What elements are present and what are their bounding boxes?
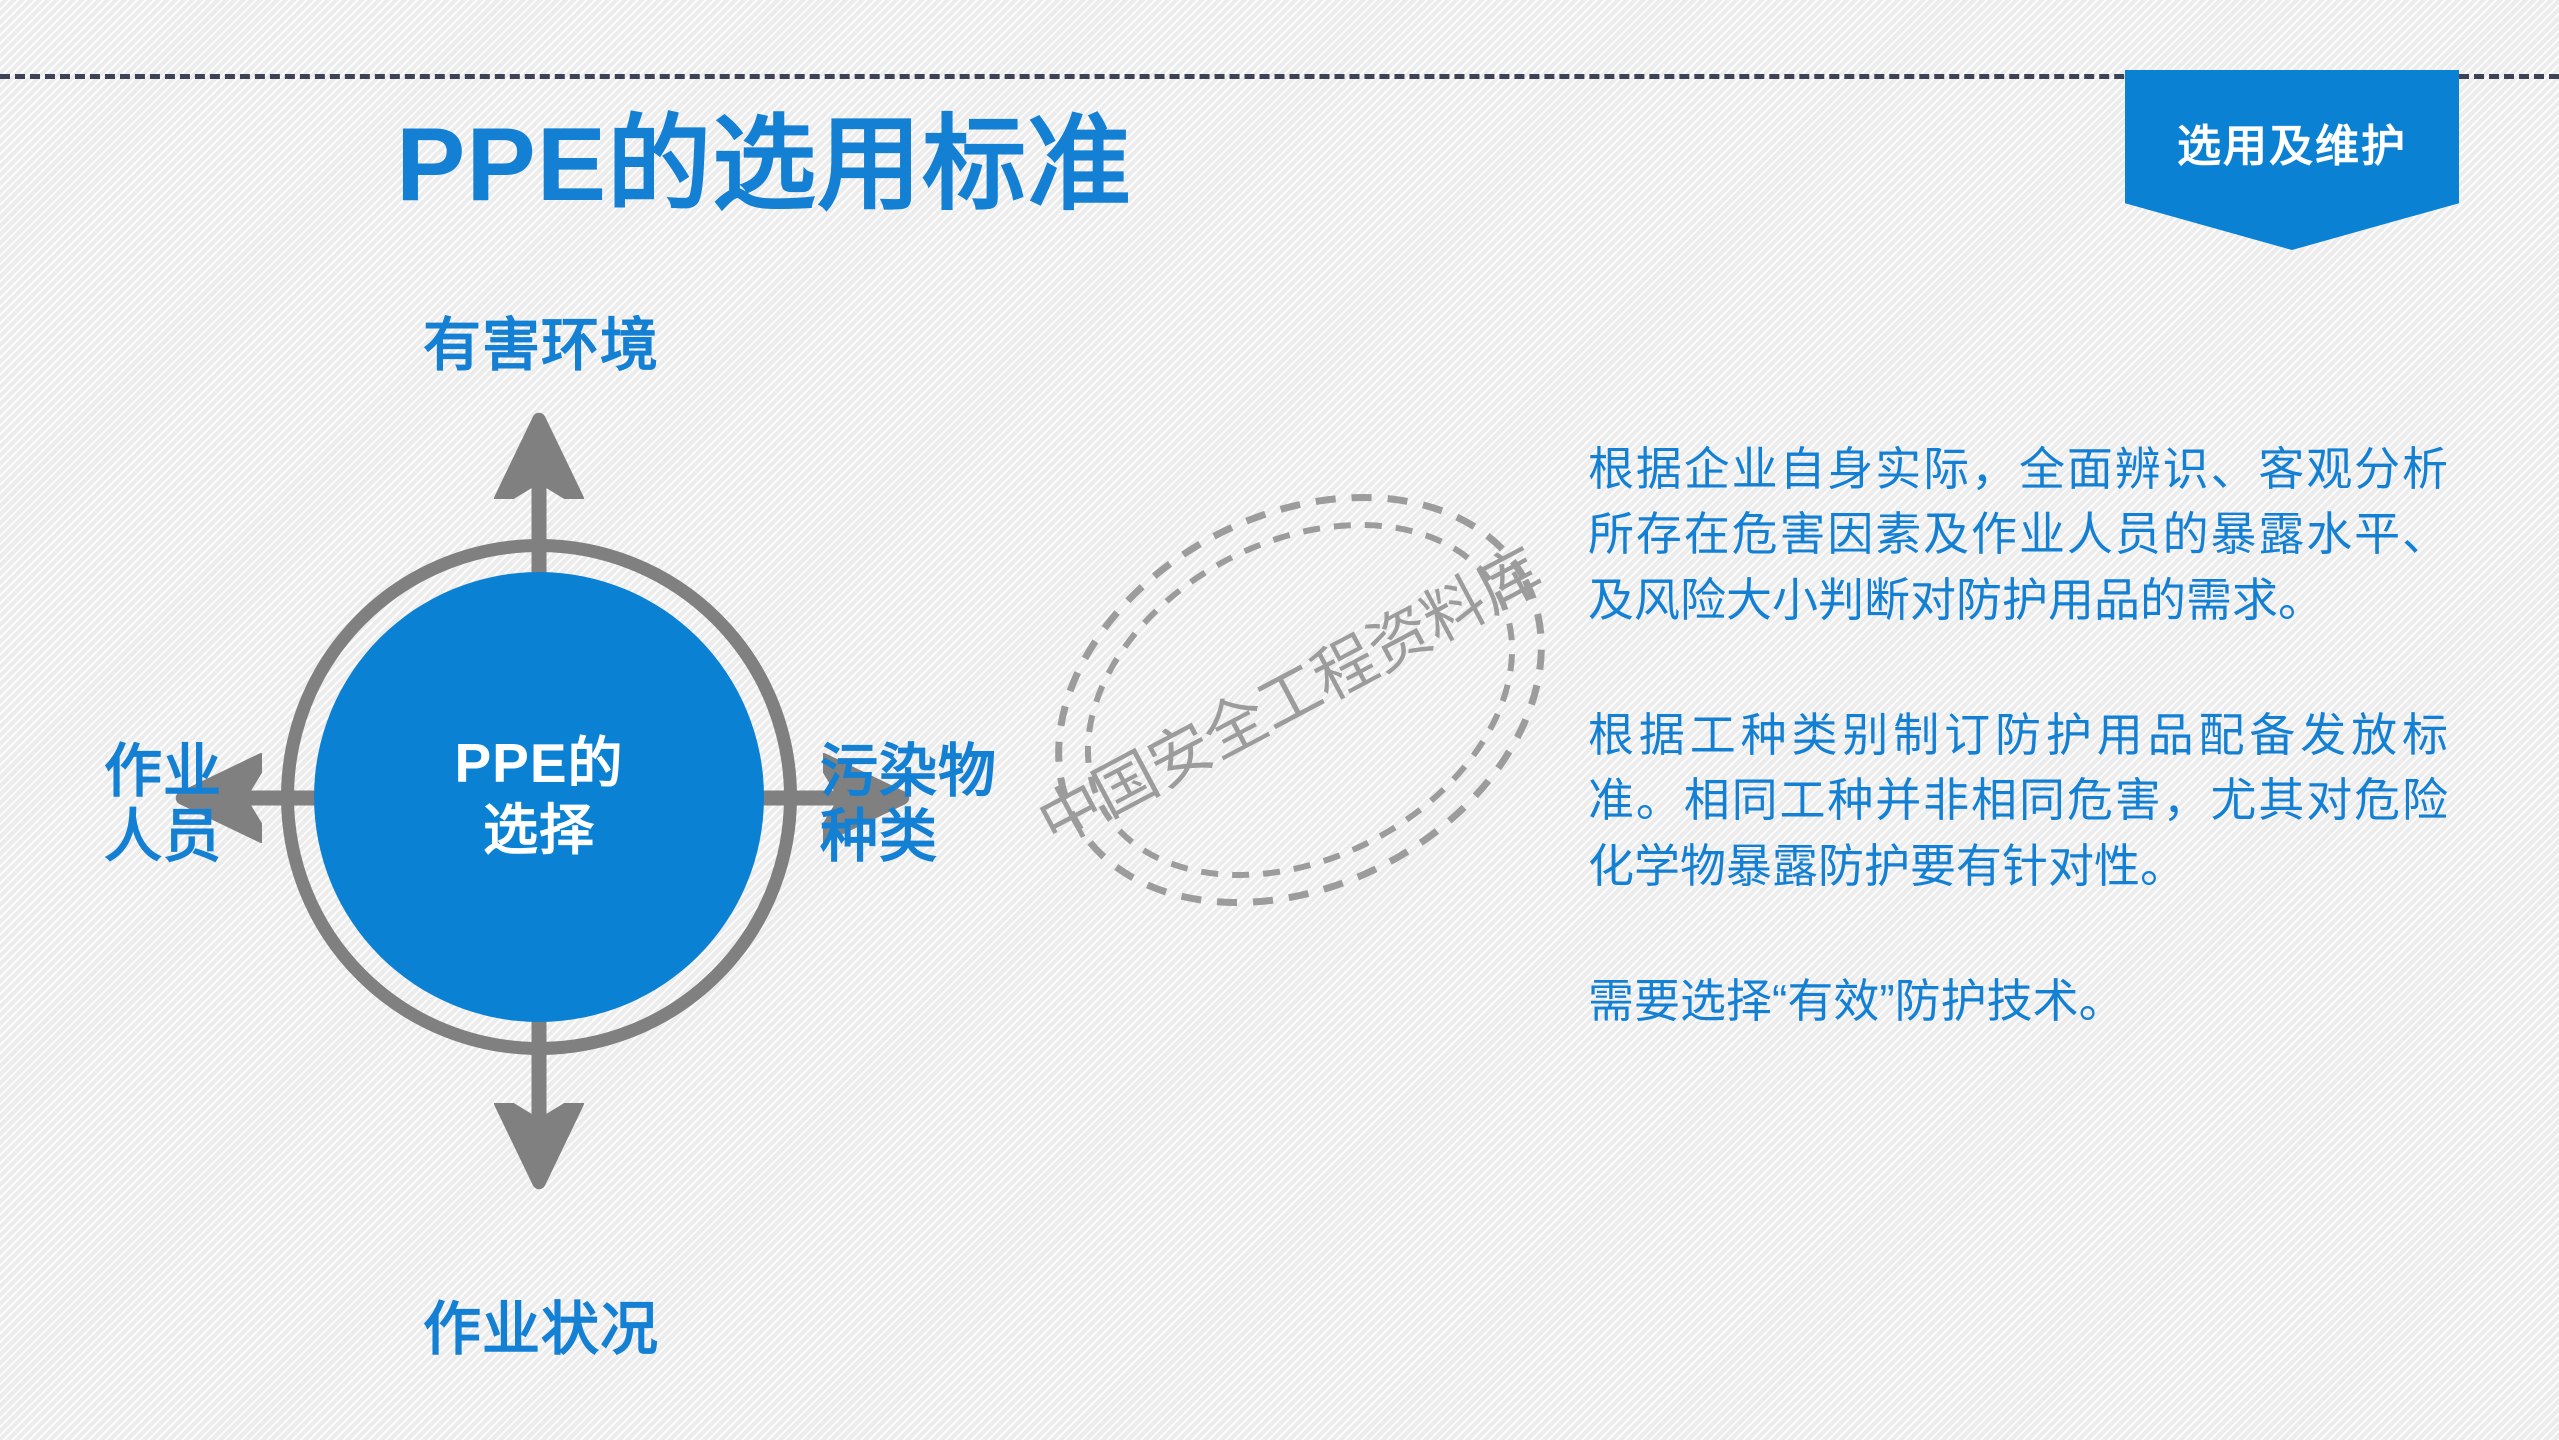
diagram-arrows [60, 300, 1540, 1360]
page-title: PPE的选用标准 [396, 107, 1133, 223]
body-paragraph-2: 根据工种类别制订防护用品配备发放标准。相同工种并非相同危害，尤其对危险化学物暴露… [1588, 708, 2448, 892]
diagram-center-node: PPE的 选择 [314, 572, 764, 1022]
body-text-column: 根据企业自身实际，全面辨识、客观分析所存在危害因素及作业人员的暴露水平、及风险大… [1588, 437, 2448, 1034]
diagram-label-right: 污染物 种类 [820, 739, 1150, 870]
diagram-label-left: 作业 人员 [68, 739, 258, 870]
diagram-label-right-line-1: 污染物 [820, 739, 998, 804]
diagram-label-top: 有害环境 [422, 313, 659, 378]
top-dashed-divider [0, 74, 2559, 79]
diagram-label-left-line-1: 作业 [103, 739, 222, 804]
body-paragraph-3: 需要选择“有效”防护技术。 [1588, 974, 2125, 1027]
center-node-line-1: PPE的 [454, 731, 624, 794]
section-ribbon-label: 选用及维护 [2177, 122, 2407, 171]
diagram-label-bottom: 作业状况 [422, 1297, 659, 1362]
body-paragraph-1: 根据企业自身实际，全面辨识、客观分析所存在危害因素及作业人员的暴露水平、及风险大… [1588, 443, 2448, 626]
diagram-label-right-line-2: 种类 [820, 803, 939, 869]
center-node-line-2: 选择 [482, 799, 595, 861]
diagram-label-left-line-2: 人员 [103, 803, 222, 869]
section-ribbon-badge: 选用及维护 [2125, 70, 2459, 250]
ppe-selection-diagram: 中国安全工程资料库 PPE的 选择 有害环境 [60, 300, 1553, 1362]
